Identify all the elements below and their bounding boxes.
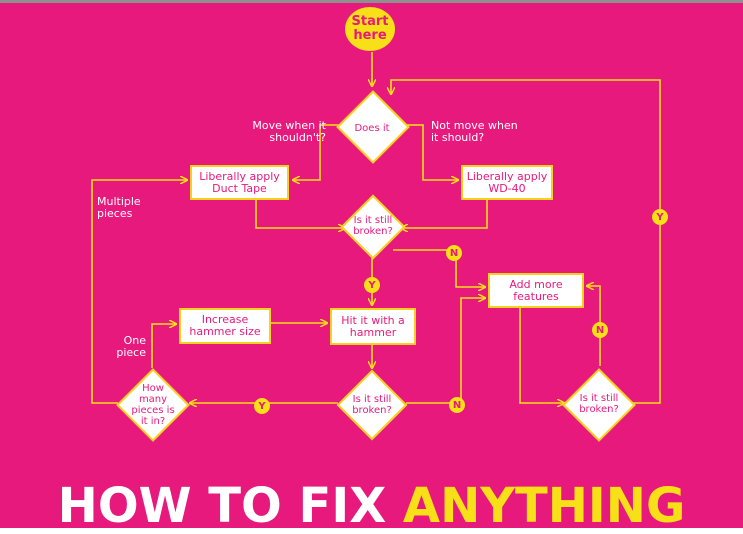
not-move-line2: it should? <box>431 131 485 144</box>
branch-label-one-piece: One piece <box>108 335 146 359</box>
not-move-line1: Not move when <box>431 119 518 132</box>
add-features-line1: Add more <box>509 277 563 291</box>
duct-tape-line1: Liberally apply <box>199 169 280 183</box>
badge-no-right: N <box>592 322 608 338</box>
badge-no-mid: N <box>449 397 465 413</box>
action-duct-tape: Liberally apply Duct Tape <box>190 165 289 200</box>
move-shouldnt-line2: shouldn't? <box>269 131 326 144</box>
wd40-line2: WD-40 <box>488 181 526 195</box>
connector-lines <box>91 52 661 480</box>
hit-hammer-line2: hammer <box>349 325 397 339</box>
page-title: HOW TO FIX ANYTHING <box>0 478 743 534</box>
increase-hammer-line1: Increase <box>201 313 249 326</box>
badge-no-top: N <box>446 245 462 261</box>
branch-label-multiple: Multiple pieces <box>97 196 167 220</box>
move-shouldnt-line1: Move when it <box>252 119 326 132</box>
action-add-features: Add more features <box>488 273 584 308</box>
start-node: Start here <box>345 7 395 51</box>
branch-label-not-move: Not move when it should? <box>431 120 531 144</box>
multiple-line2: pieces <box>97 207 133 220</box>
action-increase-hammer: Increase hammer size <box>179 308 271 344</box>
badge-yes-right: Y <box>652 209 668 225</box>
badge-yes-mid: Y <box>254 398 270 414</box>
start-label-line2: here <box>353 28 387 43</box>
one-piece-line1: One <box>123 334 146 347</box>
bottom-bar <box>0 528 743 534</box>
action-hit-hammer: Hit it with a hammer <box>330 308 416 345</box>
multiple-line1: Multiple <box>97 195 141 208</box>
start-label-line1: Start <box>351 14 389 29</box>
add-features-line2: features <box>513 289 559 303</box>
branch-label-move-shouldnt: Move when it shouldn't? <box>236 120 326 144</box>
hit-hammer-line1: Hit it with a <box>341 313 405 327</box>
duct-tape-line2: Duct Tape <box>212 181 267 195</box>
one-piece-line2: piece <box>116 346 146 359</box>
title-part2: ANYTHING <box>402 478 686 534</box>
action-wd40: Liberally apply WD-40 <box>461 165 553 200</box>
title-part1: HOW TO FIX <box>57 478 403 534</box>
increase-hammer-line2: hammer size <box>189 325 261 338</box>
wd40-line1: Liberally apply <box>466 169 548 183</box>
badge-yes-top: Y <box>364 277 380 293</box>
